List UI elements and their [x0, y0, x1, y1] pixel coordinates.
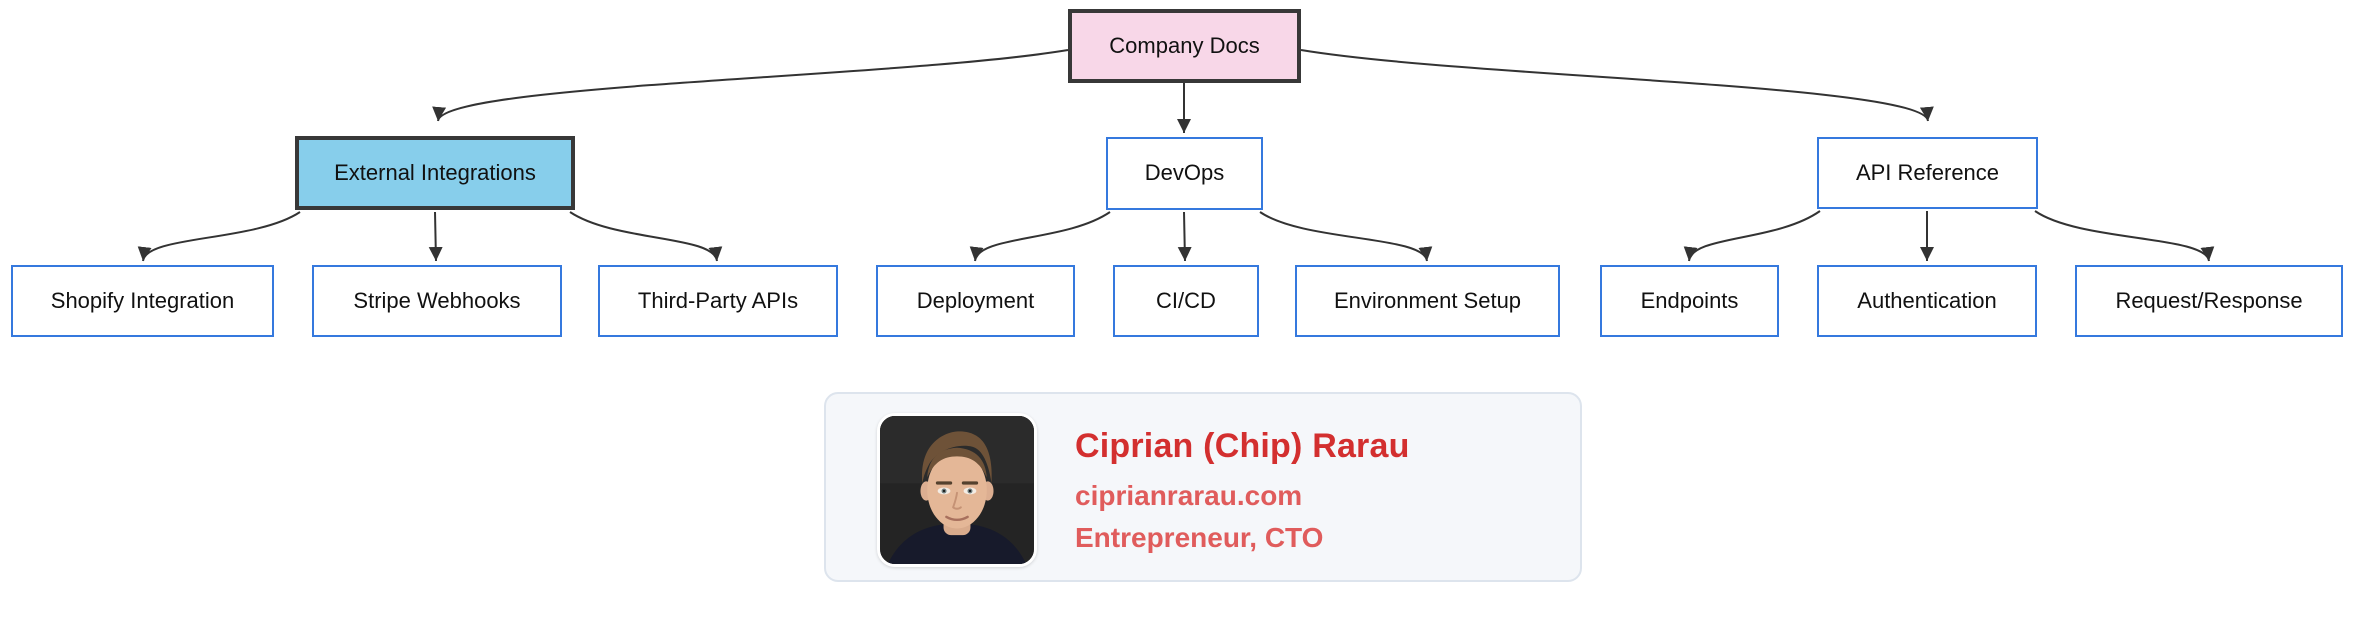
profile-card: Ciprian (Chip) Rarau ciprianrarau.com En…: [824, 392, 1582, 582]
node-endpoints[interactable]: Endpoints: [1600, 265, 1779, 337]
edge-devops-deployment: [969, 211, 1111, 262]
profile-info: Ciprian (Chip) Rarau ciprianrarau.com En…: [1075, 427, 1410, 554]
node-label: Request/Response: [2115, 287, 2303, 313]
node-shopify-integration[interactable]: Shopify Integration: [11, 265, 274, 337]
node-third-party-apis[interactable]: Third-Party APIs: [598, 265, 838, 337]
node-label: API Reference: [1855, 159, 2000, 185]
node-label: External Integrations: [334, 159, 536, 185]
node-company-docs[interactable]: Company Docs: [1068, 9, 1301, 83]
node-devops[interactable]: DevOps: [1106, 137, 1263, 210]
portrait-illustration: [880, 416, 1034, 564]
node-label: Shopify Integration: [50, 287, 235, 313]
node-stripe-webhooks[interactable]: Stripe Webhooks: [312, 265, 562, 337]
node-environment-setup[interactable]: Environment Setup: [1295, 265, 1560, 337]
node-label: Company Docs: [1109, 32, 1260, 58]
node-label: Endpoints: [1640, 287, 1739, 313]
node-request-response[interactable]: Request/Response: [2075, 265, 2343, 337]
node-cicd[interactable]: CI/CD: [1113, 265, 1259, 337]
edge-root-external-integrations: [432, 49, 1069, 122]
edge-external-thirdparty: [569, 211, 723, 262]
edge-api-requestresponse: [2034, 210, 2215, 262]
edge-devops-cicd: [1177, 211, 1192, 262]
node-deployment[interactable]: Deployment: [876, 265, 1075, 337]
profile-website: ciprianrarau.com: [1075, 480, 1303, 511]
node-label: DevOps: [1144, 160, 1225, 186]
node-label: Authentication: [1857, 287, 1997, 313]
edge-devops-envsetup: [1259, 211, 1433, 262]
node-label: Third-Party APIs: [637, 287, 799, 313]
profile-role: Entrepreneur, CTO: [1075, 522, 1324, 553]
profile-photo: [877, 413, 1037, 567]
edge-external-shopify: [137, 211, 301, 262]
node-api-reference[interactable]: API Reference: [1817, 137, 2038, 209]
edge-api-endpoints: [1683, 210, 1821, 262]
edge-external-stripe: [428, 211, 443, 262]
edge-root-api-reference: [1300, 49, 1934, 122]
node-external-integrations[interactable]: External Integrations: [295, 136, 575, 210]
node-label: Deployment: [916, 287, 1035, 313]
node-label: Environment Setup: [1333, 287, 1522, 313]
node-authentication[interactable]: Authentication: [1817, 265, 2037, 337]
node-label: Stripe Webhooks: [353, 287, 521, 313]
profile-name: Ciprian (Chip) Rarau: [1075, 427, 1410, 465]
node-label: CI/CD: [1156, 287, 1216, 313]
